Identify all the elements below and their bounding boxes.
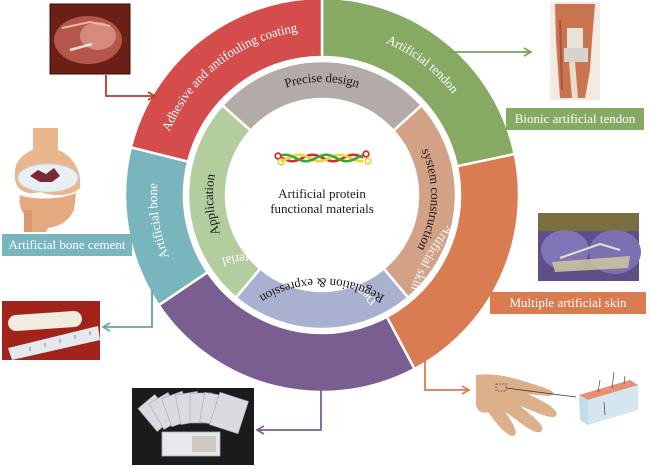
- adhesive-tissue-photo: [49, 3, 131, 75]
- center-title: Artificial protein functional materials: [252, 186, 392, 216]
- helix-end-loop: [277, 158, 285, 166]
- inner-segment-application: [186, 103, 263, 300]
- hemostatic-sponge-photo: [132, 388, 254, 465]
- center-title-line2: functional materials: [270, 201, 374, 216]
- bionic-artificial-tendon-label: Bionic artificial tendon: [506, 108, 644, 130]
- outer-segment-adhesive-coating: [129, 0, 324, 164]
- skin-cross-section-illustration: [579, 371, 638, 425]
- helix-end-loop: [362, 150, 370, 158]
- helix-end-loop: [364, 157, 372, 165]
- protein-helix-icon: [274, 150, 372, 166]
- adhesive-connector-arrow: [105, 75, 157, 101]
- inner-label-precise-design: Precise design: [283, 70, 362, 91]
- bone-implant-photo: [2, 301, 100, 360]
- skin-connector-arrow: [424, 342, 471, 395]
- helix-strand: [280, 153, 364, 163]
- artificial-bone-cement-label: Artificial bone cement: [2, 234, 132, 256]
- helix-strand: [280, 153, 364, 163]
- helix-end-loop: [274, 152, 282, 160]
- helix-strand: [280, 153, 364, 163]
- multiple-artificial-skin-label: Multiple artificial skin: [490, 292, 646, 314]
- knee-joint-illustration: [14, 128, 81, 232]
- center-title-line1: Artificial protein: [278, 186, 366, 201]
- inner-ring: [184, 57, 460, 333]
- outer-ring: [123, 0, 521, 394]
- hemostatic-connector-arrow: [255, 386, 322, 435]
- hand-illustration: [476, 374, 577, 436]
- artificial-skin-photo: [538, 213, 641, 281]
- knee-muscle-photo: [550, 2, 600, 100]
- bone-connector-arrow: [101, 290, 153, 332]
